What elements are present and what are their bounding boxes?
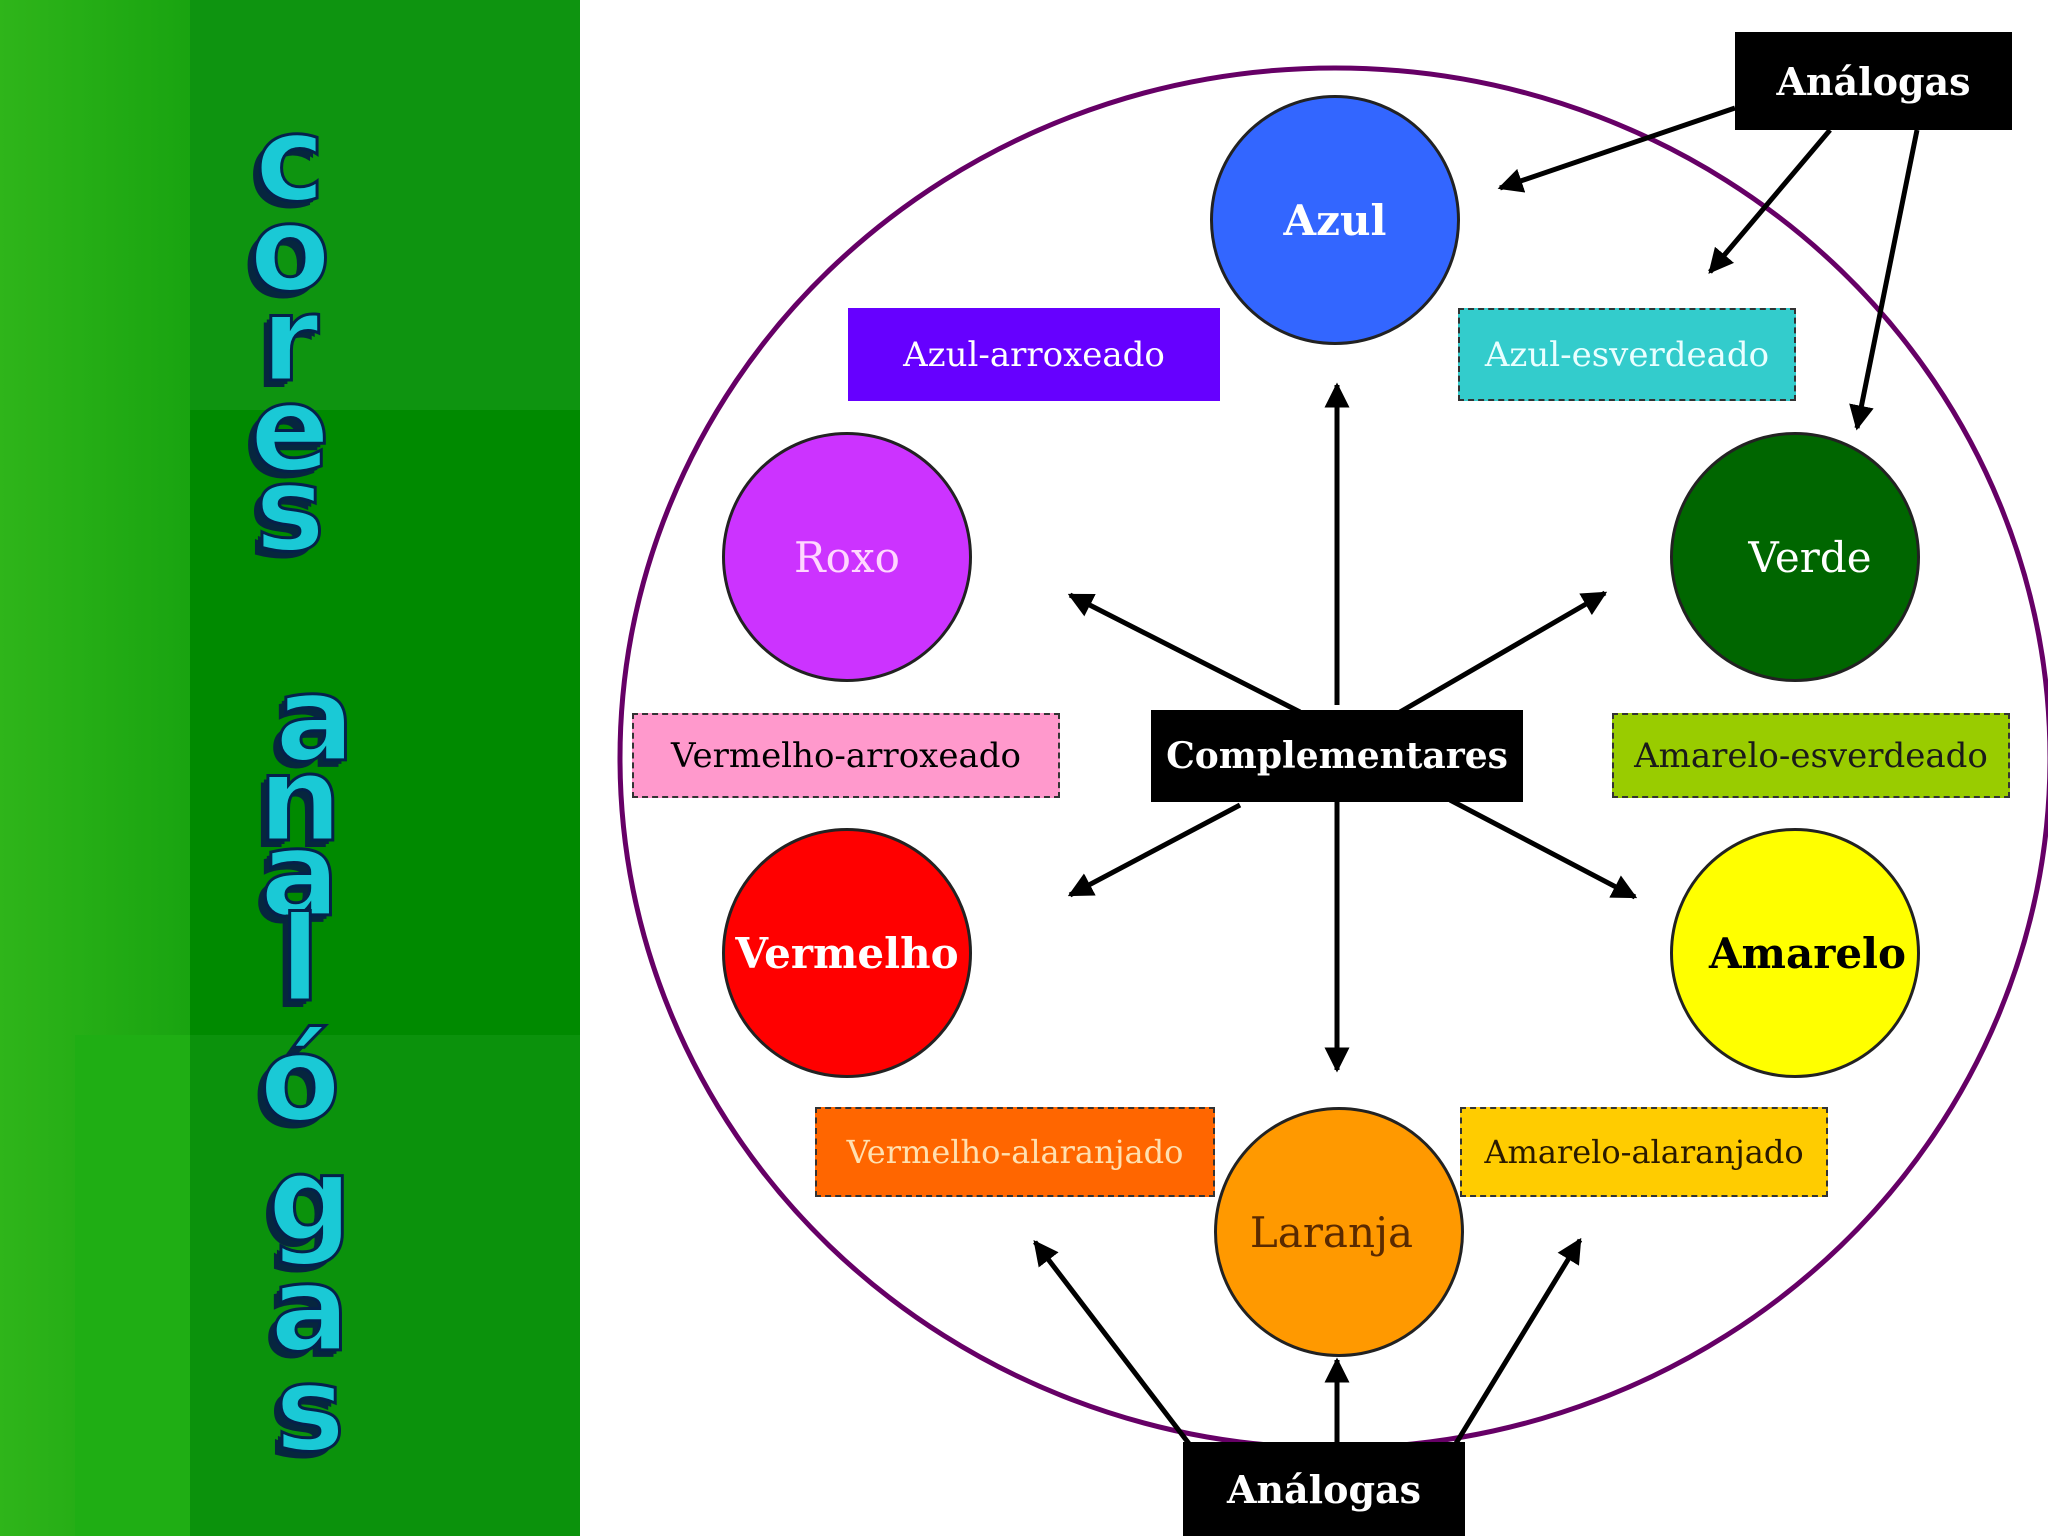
panel-block (75, 1035, 190, 1536)
analog-arrow-top (1708, 128, 1832, 274)
box-vermelho-alaranjado: Vermelho-alaranjado (815, 1107, 1215, 1197)
arrow-to-verde (1398, 590, 1608, 715)
box-amarelo-alaranjado: Amarelo-alaranjado (1460, 1107, 1828, 1197)
panel-block (190, 0, 580, 410)
circle-laranja: Laranja (1214, 1107, 1464, 1357)
box-amarelo-esverdeado: Amarelo-esverdeado (1612, 713, 2010, 798)
title-letter: o (248, 180, 332, 318)
title-letter: s (273, 1340, 346, 1478)
arrow-to-vermelho (1067, 802, 1242, 898)
title-letter: ó (258, 1010, 342, 1148)
title-letter: a (259, 805, 342, 943)
analog-arrow-bottom (1452, 1237, 1583, 1447)
box-vermelho-arroxeado: Vermelho-arroxeado (632, 713, 1060, 798)
box-azul-arroxeado: Azul-arroxeado (848, 308, 1220, 401)
circle-azul: Azul (1210, 95, 1460, 345)
analog-arrow-bottom (1033, 1240, 1192, 1447)
analog-arrow-top (1849, 129, 1920, 431)
circle-vermelho: Vermelho (722, 828, 972, 1078)
analog-arrow-top (1497, 105, 1736, 193)
arrow-to-roxo (1067, 592, 1302, 715)
box-azul-esverdeado: Azul-esverdeado (1458, 308, 1796, 401)
panel-block (190, 1035, 580, 1536)
title-letter: a (274, 650, 357, 788)
title-letter: e (248, 360, 331, 498)
color-wheel-diagram: Análogas Complementares Análogas Azul Ro… (580, 0, 2048, 1536)
arrow-to-amarelo (1448, 797, 1638, 900)
complementares-label: Complementares (1151, 710, 1523, 802)
circle-roxo: Roxo (722, 432, 972, 682)
title-letter: r (259, 270, 320, 408)
title-letter: s (253, 440, 326, 578)
circle-amarelo: Amarelo (1670, 828, 1920, 1078)
slide-title: c o r e s a n a l ó g a s (150, 90, 430, 1480)
title-letter: l (278, 890, 321, 1028)
panel-block (190, 410, 580, 1035)
title-letter: g (266, 1130, 353, 1268)
analogas-label-top: Análogas (1735, 32, 2012, 130)
analogas-label-bottom: Análogas (1183, 1442, 1465, 1536)
title-letter: c (254, 90, 327, 228)
title-panel: c o r e s a n a l ó g a s (0, 0, 580, 1536)
title-letter: a (269, 1240, 352, 1378)
title-letter: n (256, 730, 343, 868)
circle-verde: Verde (1670, 432, 1920, 682)
